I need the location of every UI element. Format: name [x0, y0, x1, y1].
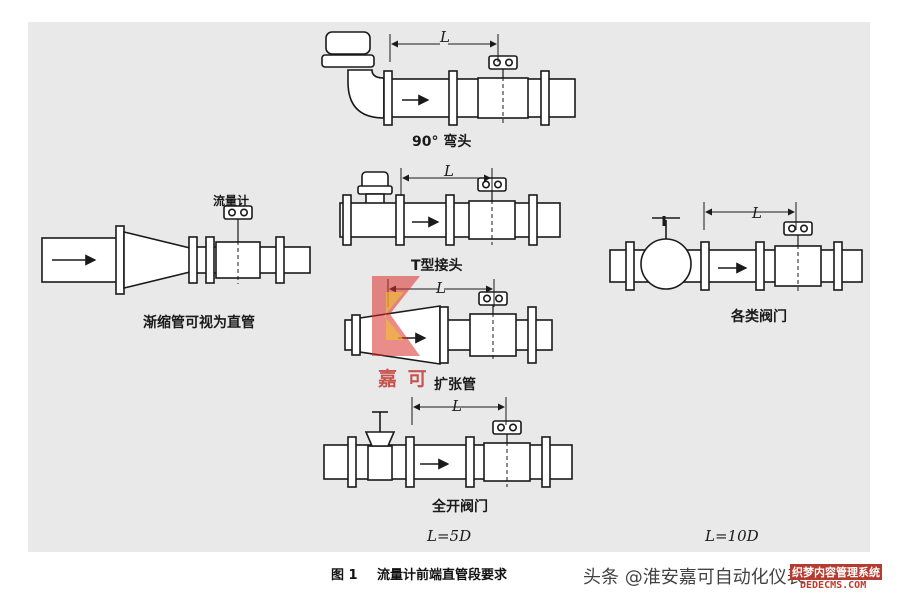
dim-label-valves: L: [752, 204, 762, 222]
valves-flange-3: [755, 241, 765, 291]
formula-10d: L=10D: [705, 527, 759, 545]
elbow-meter-head-dial-left: [492, 58, 501, 67]
dim-label-full-valve: L: [452, 397, 462, 415]
dim-label-tee: L: [444, 162, 454, 180]
watermark-logo-red: [372, 276, 420, 356]
watermark-site-bottom: DEDECMS.COM: [800, 580, 867, 591]
tee-meter-head-dial-left: [481, 180, 490, 189]
elbow-flange-2: [448, 70, 458, 126]
elbow-flange-3: [540, 70, 550, 126]
label-reducer: 渐缩管可视为直管: [143, 315, 255, 331]
elbow-meter-head-dial-right: [504, 58, 513, 67]
valves-ball-valve: [640, 238, 692, 290]
fullvalve-flange-3: [465, 436, 475, 488]
tee-meter-head-dial-right: [493, 180, 502, 189]
fullvalve-meter-head-dial-left: [496, 423, 505, 432]
elbow-bend: [347, 69, 385, 119]
elbow-inlet-cap: [325, 31, 371, 55]
reducer-flange-3: [275, 236, 285, 284]
expander-flange-2: [439, 306, 449, 364]
dim-label-expander: L: [436, 279, 446, 297]
expander-meter-head-dial-left: [482, 294, 491, 303]
reducer-meter-head-dial-right: [240, 208, 249, 217]
expander-flange-1: [351, 314, 361, 356]
fullvalve-flange-1: [347, 436, 357, 488]
figure-number: 图 1: [331, 568, 358, 583]
valves-flange-4: [833, 241, 843, 291]
elbow-top-flange: [321, 54, 375, 68]
reducer-flange-large: [115, 225, 125, 295]
reducer-flange-1: [188, 236, 198, 284]
tee-meter-body: [468, 200, 516, 240]
fullvalve-meter-head-dial-right: [508, 423, 517, 432]
watermark-source: 头条 @淮安嘉可自动化仪表: [583, 567, 805, 588]
fullvalve-body: [367, 445, 393, 481]
label-full-open-valve: 全开阀门: [432, 499, 488, 515]
valves-meter-head-dial-right: [799, 224, 808, 233]
tee-flange-4: [528, 194, 538, 246]
label-expander: 扩张管: [434, 377, 476, 393]
label-various-valves: 各类阀门: [731, 309, 787, 325]
tee-flange-1: [342, 194, 352, 246]
fullvalve-meter-body: [483, 442, 531, 482]
valves-flange-1: [625, 241, 635, 291]
valves-meter-head-dial-left: [787, 224, 796, 233]
expander-meter-head-dial-right: [494, 294, 503, 303]
watermark-logo-yellow: [384, 292, 404, 340]
expander-flange-3: [527, 306, 537, 364]
fullvalve-pipe: [323, 444, 573, 480]
fullvalve-flange-2: [405, 436, 415, 488]
fullvalve-flange-4: [541, 436, 551, 488]
tee-flange-3: [445, 194, 455, 246]
watermark-logo-text: 嘉 可: [378, 368, 429, 390]
figure-title: 流量计前端直管段要求: [377, 568, 508, 583]
formula-5d: L=5D: [427, 527, 472, 545]
reducer-cone: [123, 230, 191, 290]
valves-flange-2: [700, 241, 710, 291]
fullvalve-bonnet: [364, 431, 396, 447]
label-tee-joint: T型接头: [411, 258, 463, 274]
dim-label-elbow: L: [440, 28, 450, 46]
watermark-site-top: 织梦内容管理系统: [790, 564, 882, 580]
tee-flange-2: [395, 194, 405, 246]
tee-top-flange: [357, 185, 393, 195]
label-flowmeter: 流量计: [213, 194, 250, 208]
elbow-flange-1: [383, 70, 393, 126]
label-90-elbow: 90° 弯头: [412, 134, 472, 150]
reducer-flange-2: [205, 236, 215, 284]
reducer-meter-head-dial-left: [228, 208, 237, 217]
